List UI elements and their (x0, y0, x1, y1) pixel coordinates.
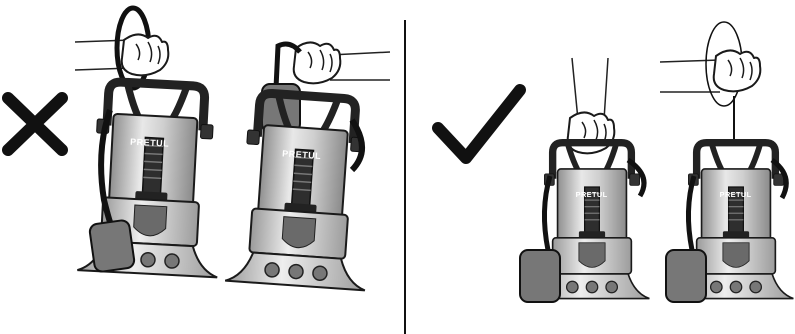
float-switch (88, 219, 136, 273)
wrong-panel: PRETUL PRETUL (2, 5, 391, 290)
pump-brand-label: PRETUL (282, 148, 322, 161)
check-icon (432, 84, 526, 164)
pump-held-by-rope: PRETUL (659, 21, 793, 303)
pump-held-by-handle: PRETUL (519, 57, 649, 303)
pump-brand-label: PRETUL (130, 137, 169, 149)
pump-brand-label: PRETUL (576, 190, 608, 199)
cross-icon (2, 92, 68, 156)
float-switch (519, 249, 561, 303)
float-switch (665, 249, 707, 303)
right-panel: PRETUL PRETUL (432, 21, 793, 303)
pump-brand-label: PRETUL (720, 190, 752, 199)
pump-held-by-float-switch: PRETUL (225, 41, 391, 290)
pump-held-by-cable: PRETUL (75, 5, 227, 277)
